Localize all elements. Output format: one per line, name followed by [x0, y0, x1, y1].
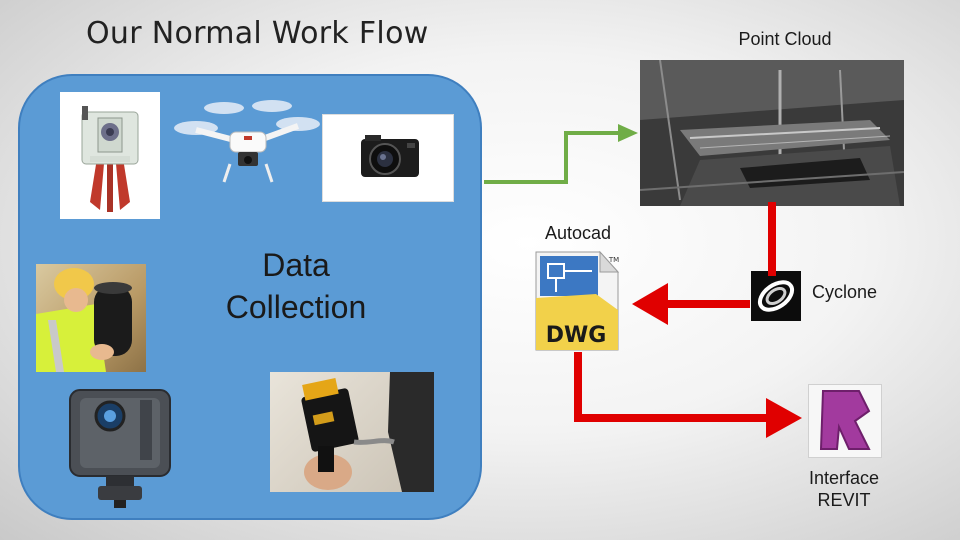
data-collection-label-line1: Data	[262, 247, 330, 283]
cyclone-label: Cyclone	[812, 282, 878, 302]
camera-icon	[322, 114, 454, 202]
revit-label-line2: REVIT	[817, 490, 871, 510]
revit-label: Interface REVIT	[796, 467, 892, 511]
autocad-label: Autocad	[544, 223, 612, 243]
point-cloud-label: Point Cloud	[738, 29, 832, 49]
dwg-tm-mark: TM	[608, 256, 619, 264]
data-collection-label: Data Collection	[196, 244, 396, 328]
faro-scanner-icon	[62, 386, 178, 508]
data-collection-label-line2: Collection	[225, 289, 367, 325]
dwg-icon-text: DWG	[546, 323, 607, 348]
slide-title: Our Normal Work Flow	[86, 16, 429, 51]
handheld-3d-scanner-icon	[270, 372, 434, 492]
dwg-file-icon: DWG TM	[534, 250, 624, 352]
red-arrow-head-to-revit	[766, 398, 802, 438]
cyclone-logo-icon	[751, 271, 801, 321]
red-dwg-to-revit-line	[574, 352, 770, 422]
green-arrow-head	[618, 124, 638, 142]
laser-scanner-icon	[60, 92, 160, 219]
handheld-scanner-worker-icon	[36, 264, 146, 372]
red-arrow-head-to-dwg	[632, 283, 668, 325]
revit-logo-icon: R	[808, 384, 882, 458]
green-flow-arrow	[484, 131, 618, 184]
point-cloud-scan-icon	[640, 60, 904, 206]
drone-icon	[172, 94, 324, 186]
revit-label-line1: Interface	[808, 468, 880, 488]
